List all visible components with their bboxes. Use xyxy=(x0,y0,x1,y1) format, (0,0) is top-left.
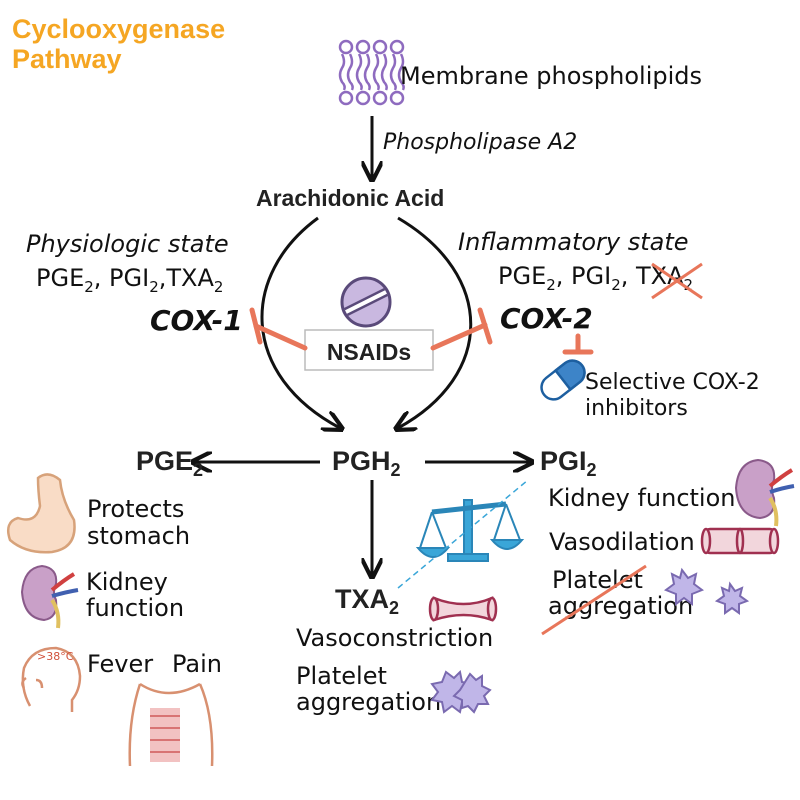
protects-stomach-line-2: stomach xyxy=(87,522,190,550)
txa-platelet-line-1: Platelet xyxy=(296,662,387,690)
pain-label: Pain xyxy=(172,650,222,678)
txa-platelet-line-2: aggregation xyxy=(296,688,441,716)
phospholipase-label: Phospholipase A2 xyxy=(383,130,577,155)
capsule-icon xyxy=(540,359,586,401)
activated-platelets-icon xyxy=(430,669,492,714)
nsaids-box xyxy=(304,329,434,371)
nsaid-pill-icon xyxy=(340,276,392,328)
nsaids-label: NSAIDs xyxy=(327,339,411,365)
txa2-label: TXA2 xyxy=(335,584,399,618)
nsaid-inhibit-cox2 xyxy=(430,307,493,351)
pgi2-label: PGI2 xyxy=(540,446,597,480)
pgi-kidney-function-label: Kidney function xyxy=(548,484,736,512)
pgi-platelet-strikethrough xyxy=(541,564,647,636)
balance-scale-icon xyxy=(415,499,525,562)
cox2-curve-arrow xyxy=(398,216,473,428)
kidney-function-left-line-2: function xyxy=(86,594,184,622)
pgh2-label: PGH2 xyxy=(332,446,401,480)
nsaid-inhibit-cox1 xyxy=(249,307,308,351)
selective-cox2-line-2: inhibitors xyxy=(585,396,688,421)
arachidonic-acid-label: Arachidonic Acid xyxy=(256,185,444,211)
protects-stomach-line-1: Protects xyxy=(87,495,184,523)
pge2-label: PGE2 xyxy=(136,446,203,480)
fever-label: Fever xyxy=(87,650,153,678)
membrane-phospholipids-label: Membrane phospholipids xyxy=(400,62,702,90)
cox2-label: COX-2 xyxy=(500,302,593,335)
vasodilation-vessel-icon xyxy=(700,527,780,555)
fever-head-icon xyxy=(21,646,82,712)
inflammatory-state-heading: Inflammatory state xyxy=(458,228,689,256)
inflammatory-prostanoids: PGE2, PGI2, TXA2 xyxy=(498,262,693,294)
stomach-icon xyxy=(7,473,76,554)
kidney-function-left-line-1: Kidney xyxy=(86,568,168,596)
pgi-platelet-line-1: Platelet xyxy=(552,566,643,594)
vasoconstriction-vessel-icon xyxy=(428,596,498,622)
selective-cox2-line-1: Selective COX-2 xyxy=(585,370,760,395)
cox1-label: COX-1 xyxy=(150,304,243,337)
title-line-1: Cyclooxygenase xyxy=(12,14,225,44)
fever-temperature-label: >38°C xyxy=(37,650,74,663)
txa-crossed-out-mark xyxy=(651,262,703,300)
balance-dashed-line xyxy=(397,479,529,589)
cox1-curve-arrow xyxy=(260,216,340,428)
title-line-2: Pathway xyxy=(12,44,122,74)
physiologic-prostanoids: PGE2, PGI2,TXA2 xyxy=(36,264,223,296)
kidney-icon-right xyxy=(734,458,795,527)
physiologic-state-heading: Physiologic state xyxy=(26,230,229,258)
phospholipid-icon xyxy=(338,39,405,106)
vasoconstriction-label: Vasoconstriction xyxy=(296,624,493,652)
resting-platelets-icon xyxy=(663,567,750,615)
pain-body-icon xyxy=(128,682,214,767)
selective-inhibit-cox2 xyxy=(562,333,594,355)
vasodilation-label: Vasodilation xyxy=(549,528,695,556)
kidney-icon-left xyxy=(20,564,79,629)
